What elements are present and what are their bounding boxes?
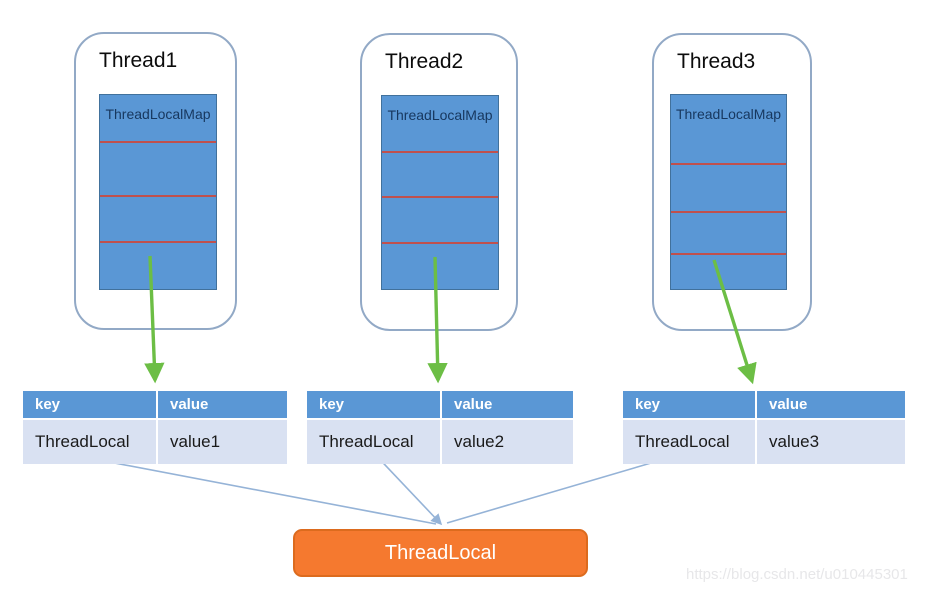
- map-slot-divider: [671, 211, 786, 213]
- table-row: ThreadLocal value2: [307, 420, 573, 464]
- thread1-map-label: ThreadLocalMap: [105, 106, 211, 122]
- table1-key-to-threadlocal-line: [82, 456, 437, 525]
- thread1-map-table: key value ThreadLocal value1: [23, 391, 287, 464]
- threadlocal-object-box: ThreadLocal: [293, 529, 588, 577]
- thread3-container: Thread3 ThreadLocalMap: [652, 33, 812, 331]
- table-header-row: key value: [307, 391, 573, 418]
- map-slot-divider: [671, 253, 786, 255]
- table-row: ThreadLocal value3: [623, 420, 905, 464]
- key-cell: ThreadLocal: [623, 420, 757, 464]
- thread3-map-table: key value ThreadLocal value3: [623, 391, 905, 464]
- thread1-title: Thread1: [99, 49, 178, 72]
- thread2-threadlocalmap-box: ThreadLocalMap: [381, 95, 499, 290]
- table-header-row: key value: [623, 391, 905, 418]
- key-header-cell: key: [623, 391, 757, 418]
- thread2-map-label: ThreadLocalMap: [387, 107, 493, 123]
- value-header-cell: value: [158, 391, 287, 418]
- map-slot-divider: [671, 163, 786, 165]
- thread2-title: Thread2: [385, 50, 464, 73]
- thread2-container: Thread2 ThreadLocalMap: [360, 33, 518, 331]
- map-slot-divider: [100, 141, 216, 143]
- value-cell: value1: [158, 420, 287, 464]
- key-header-cell: key: [23, 391, 158, 418]
- map-slot-divider: [382, 196, 498, 198]
- thread3-threadlocalmap-box: ThreadLocalMap: [670, 94, 787, 290]
- table-row: ThreadLocal value1: [23, 420, 287, 464]
- table-header-row: key value: [23, 391, 287, 418]
- thread2-map-table: key value ThreadLocal value2: [307, 391, 573, 464]
- key-header-cell: key: [307, 391, 442, 418]
- value-header-cell: value: [442, 391, 573, 418]
- map-slot-divider: [382, 151, 498, 153]
- map-slot-divider: [382, 242, 498, 244]
- thread3-map-label: ThreadLocalMap: [675, 106, 782, 122]
- map-slot-divider: [100, 241, 216, 243]
- key-cell: ThreadLocal: [23, 420, 158, 464]
- thread1-threadlocalmap-box: ThreadLocalMap: [99, 94, 217, 290]
- watermark: https://blog.csdn.net/u010445301: [686, 566, 908, 583]
- map-slot-divider: [100, 195, 216, 197]
- thread3-title: Thread3: [677, 50, 756, 73]
- value-header-cell: value: [757, 391, 905, 418]
- value-cell: value3: [757, 420, 905, 464]
- key-cell: ThreadLocal: [307, 420, 442, 464]
- thread1-container: Thread1 ThreadLocalMap: [74, 32, 237, 330]
- value-cell: value2: [442, 420, 573, 464]
